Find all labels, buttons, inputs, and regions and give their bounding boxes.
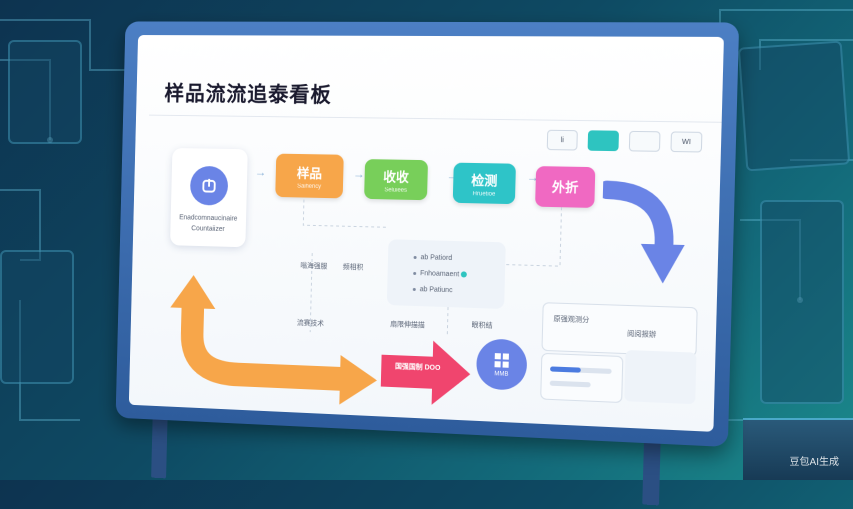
chart-panel[interactable] (624, 349, 697, 405)
info-card[interactable]: ab Patiord Fnhoamaent ab Patiunc (386, 239, 506, 309)
grid-icon (494, 352, 509, 368)
progress-bar-fill (550, 366, 581, 373)
progress-bar-secondary (549, 380, 591, 388)
result-circle[interactable]: MMB (475, 338, 528, 391)
label-bottom2: 扇限伸描描 (390, 321, 425, 330)
dashboard-board: 样品流流追泰看板 li WI Enadcomnaucinaire Countai… (115, 21, 740, 506)
info-line: Fnhoamaent (413, 270, 468, 279)
bg-panel-left-lower (0, 250, 74, 384)
result-circle-label: MMB (494, 370, 509, 378)
server-block (743, 418, 853, 480)
watermark: 豆包AI生成 (789, 457, 839, 468)
board-frame: 样品流流追泰看板 li WI Enadcomnaucinaire Countai… (115, 21, 740, 448)
pink-arrow-text: 国强国制 DOO (394, 363, 441, 373)
report-label-b: 阅阅报辦 (626, 330, 657, 339)
info-line: ab Patiord (413, 254, 452, 262)
progress-panel[interactable] (540, 352, 624, 404)
bg-panel-left (8, 40, 82, 144)
curved-arrow-blue (600, 175, 686, 290)
bg-panel-right-lower (760, 200, 844, 404)
label-bottom3: 眼积结 (471, 321, 493, 330)
curved-arrow-orange (162, 265, 395, 411)
bg-panel-right (737, 40, 851, 172)
report-panel[interactable]: 原强观测分 阅阅报辦 (541, 302, 698, 357)
pink-arrow (380, 338, 472, 407)
report-label-a: 原强观测分 (553, 315, 590, 325)
board-screen: 样品流流追泰看板 li WI Enadcomnaucinaire Countai… (128, 35, 724, 432)
info-line: ab Patiunc (412, 286, 453, 294)
